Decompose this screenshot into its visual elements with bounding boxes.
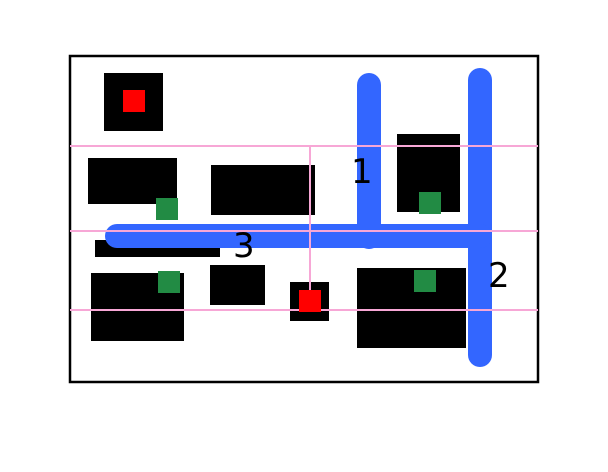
block	[357, 268, 466, 348]
red-marker	[123, 90, 145, 112]
green-marker	[158, 271, 180, 293]
green-marker	[156, 198, 178, 220]
block	[211, 165, 315, 215]
block	[88, 158, 177, 204]
route-label-3: 3	[233, 226, 255, 266]
block	[210, 265, 265, 305]
red-marker	[299, 290, 321, 312]
green-marker	[419, 192, 441, 214]
route-label-1: 1	[351, 152, 373, 192]
marker-group	[123, 90, 441, 312]
green-marker	[414, 270, 436, 292]
route-label-2: 2	[488, 256, 510, 296]
